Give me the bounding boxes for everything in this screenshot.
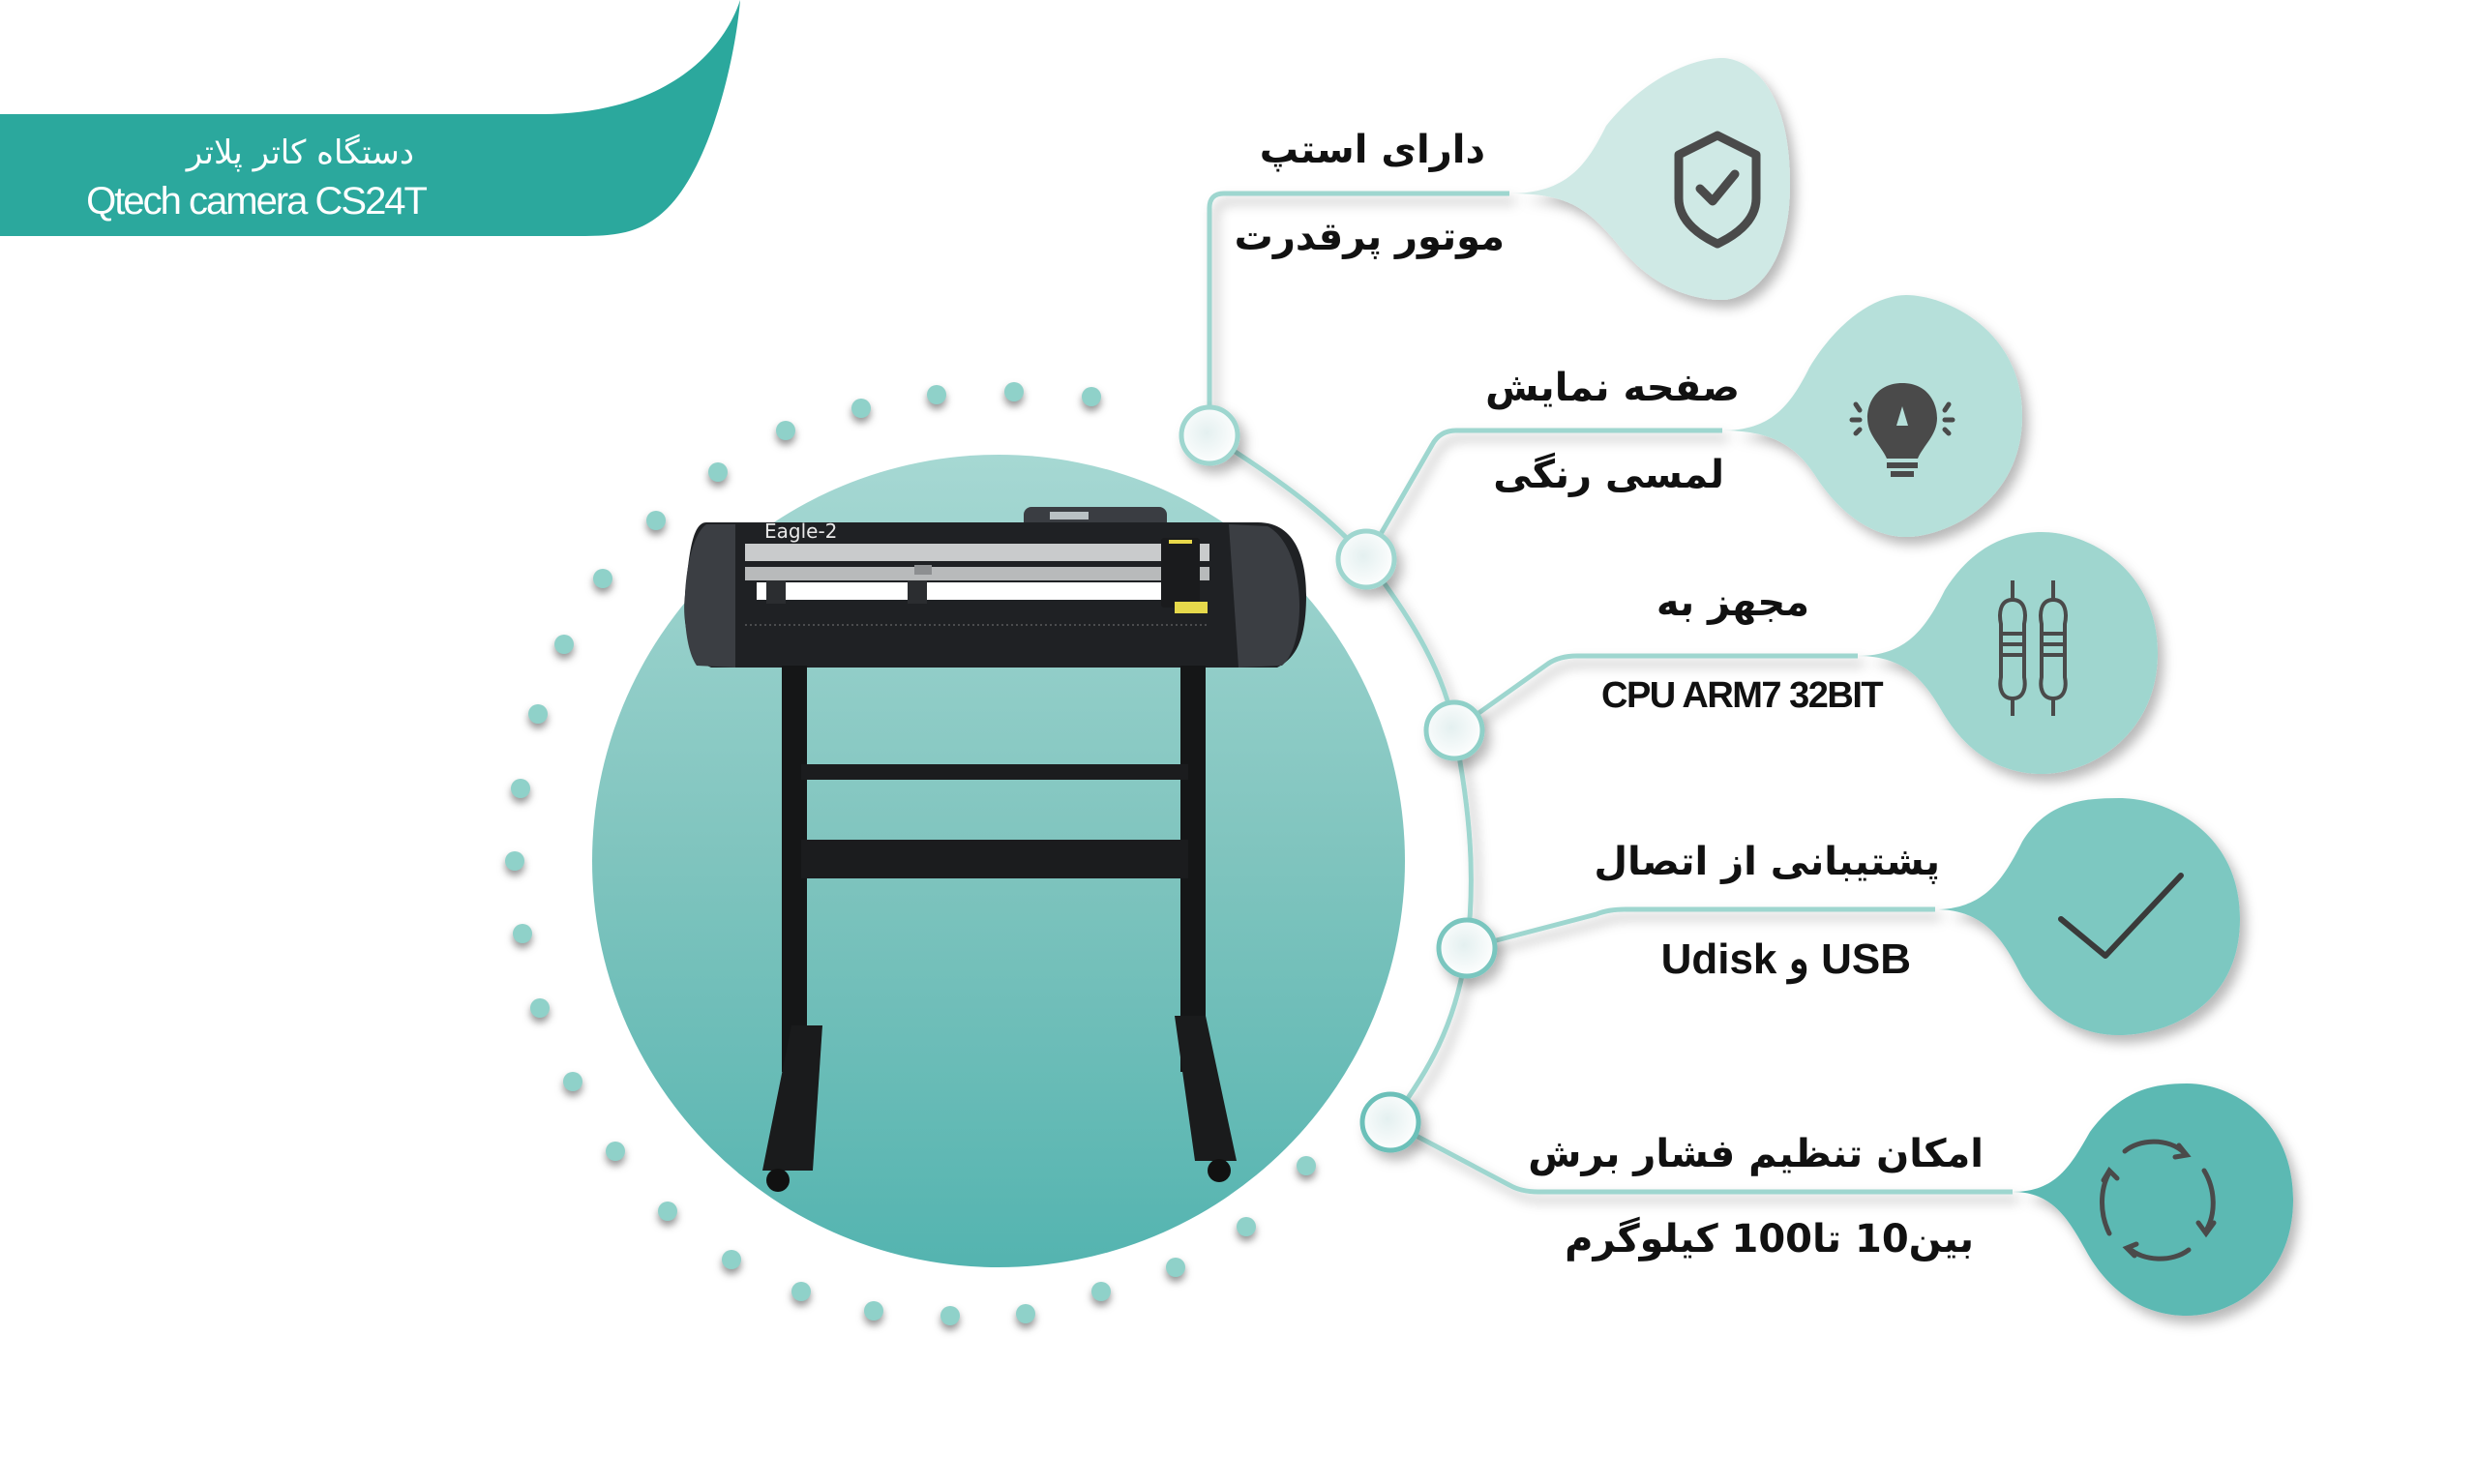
resistor-icon xyxy=(1998,580,2068,716)
cutter-plotter-image: Eagle-2 xyxy=(684,507,1306,1192)
feature-1-subtitle: موتور پرقدرت xyxy=(1234,215,1505,259)
feature-3-subtitle: CPU ARM7 32BIT xyxy=(1601,675,1884,716)
feature-bubble-4 xyxy=(1935,798,2240,1035)
feature-3-title: مجهز به xyxy=(1656,580,1809,625)
feature-4-title: پشتیبانی از اتصال xyxy=(1594,840,1940,884)
feature-2-title: صفحه نمایش xyxy=(1485,366,1740,410)
header-banner xyxy=(0,0,740,236)
feature-4-subtitle: USB و Udisk xyxy=(1660,935,1911,983)
feature-1-title: دارای استپ xyxy=(1259,128,1485,172)
refresh-cycle-icon xyxy=(2100,1139,2217,1261)
lightbulb-icon xyxy=(1849,383,1955,477)
feature-5-title: امکان تنظیم فشار برش xyxy=(1528,1132,1984,1176)
shield-check-icon xyxy=(1674,131,1761,249)
feature-2-subtitle: لمسی رنگی xyxy=(1493,453,1724,497)
banner-title-persian: دستگاه کاتر پلاتر xyxy=(186,134,415,172)
feature-bubble-1 xyxy=(1509,58,1790,300)
feature-bubble-5 xyxy=(2013,1083,2293,1316)
checkmark-icon xyxy=(2058,873,2184,959)
feature-5-subtitle: بین10 تا100 کیلوگرم xyxy=(1565,1217,1974,1261)
model-label: Eagle-2 xyxy=(764,519,837,543)
banner-title-english: Qtech camera CS24T xyxy=(86,180,428,223)
